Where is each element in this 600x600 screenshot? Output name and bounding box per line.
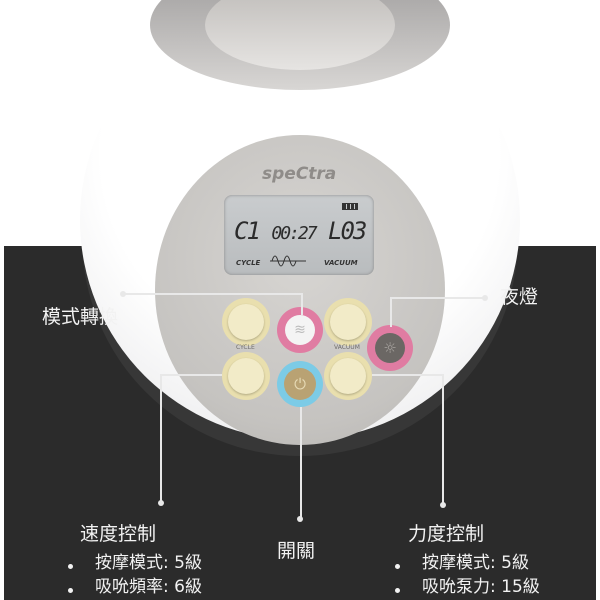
power-leader-line xyxy=(300,407,302,517)
mode-switch-button[interactable]: ≋ xyxy=(277,307,323,353)
strength-item: 按摩模式: 5級 xyxy=(422,553,529,573)
lcd-readout: C1 00:27 L03 xyxy=(234,217,367,248)
night-leader-dot xyxy=(482,295,488,301)
battery-icon xyxy=(342,203,358,210)
strength-leader-line xyxy=(372,374,443,376)
brand-logo: speCtra xyxy=(262,164,337,184)
sun-icon: ☼ xyxy=(375,333,405,363)
strength-item: 吸吮泵力: 15級 xyxy=(422,577,540,597)
speed-leader-line xyxy=(160,374,162,502)
speed-control-title: 速度控制 xyxy=(80,523,157,545)
night-light-button[interactable]: ☼ xyxy=(367,325,413,371)
lcd-cycle-label: CYCLE xyxy=(236,259,261,267)
pump-top-cup-inner xyxy=(205,0,395,70)
cycle-button-label: CYCLE xyxy=(236,344,255,351)
bullet xyxy=(395,564,400,569)
bullet xyxy=(68,564,73,569)
speed-item: 吸吮頻率: 6級 xyxy=(95,577,202,597)
vacuum-button-label: VACUUM xyxy=(334,344,360,351)
cycle-up-button[interactable] xyxy=(222,298,270,346)
power-label: 開關 xyxy=(277,540,316,562)
lcd-level: L03 xyxy=(328,217,367,245)
cycle-down-button[interactable] xyxy=(222,352,270,400)
speed-leader-dot xyxy=(158,500,164,506)
strength-control-title: 力度控制 xyxy=(408,523,485,545)
waves-icon: ≋ xyxy=(285,315,315,345)
bullet xyxy=(395,588,400,593)
mode-leader-line xyxy=(301,293,303,315)
power-icon: ⏻ xyxy=(284,368,316,400)
lcd-cycle: C1 xyxy=(234,217,261,245)
vacuum-down-button[interactable] xyxy=(324,352,372,400)
strength-leader-dot xyxy=(440,502,446,508)
mode-switch-label: 模式轉換 xyxy=(42,306,119,328)
wave-icon xyxy=(270,255,306,267)
lcd-timer: 00:27 xyxy=(271,223,317,244)
power-button[interactable]: ⏻ xyxy=(277,361,323,407)
lcd-display: C1 00:27 L03 CYCLE VACUUM xyxy=(224,195,374,275)
night-leader-line xyxy=(390,297,484,299)
night-leader-line xyxy=(390,297,392,327)
power-leader-dot xyxy=(297,516,303,522)
bullet xyxy=(68,588,73,593)
mode-leader-line xyxy=(123,293,302,295)
strength-leader-line xyxy=(442,374,444,504)
vacuum-up-button[interactable] xyxy=(324,298,372,346)
night-light-label: 夜燈 xyxy=(500,286,539,308)
lcd-vacuum-label: VACUUM xyxy=(324,259,358,267)
speed-item: 按摩模式: 5級 xyxy=(95,553,202,573)
speed-leader-line xyxy=(160,374,222,376)
